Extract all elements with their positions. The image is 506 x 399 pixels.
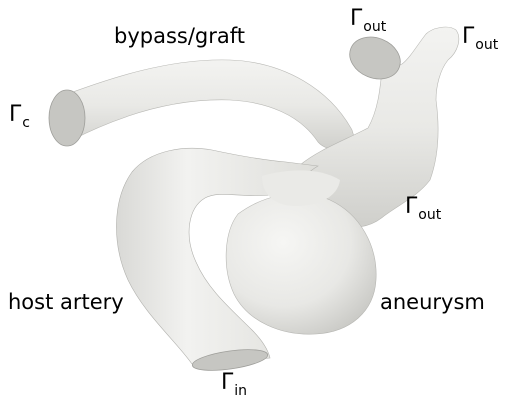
gamma-out-right-label: Γout bbox=[462, 26, 498, 52]
gamma-c-cap bbox=[49, 90, 85, 146]
gamma-in-label: Γin bbox=[221, 372, 247, 398]
gamma-c-label: Γc bbox=[9, 104, 30, 130]
host-artery-label: host artery bbox=[8, 292, 124, 313]
gamma-out-lower-label: Γout bbox=[405, 196, 441, 222]
bypass-graft-vessel bbox=[62, 60, 358, 151]
bypass-graft-label: bypass/graft bbox=[114, 26, 245, 47]
gamma-out-top-label: Γout bbox=[350, 8, 386, 34]
aneurysm-label: aneurysm bbox=[380, 292, 485, 313]
